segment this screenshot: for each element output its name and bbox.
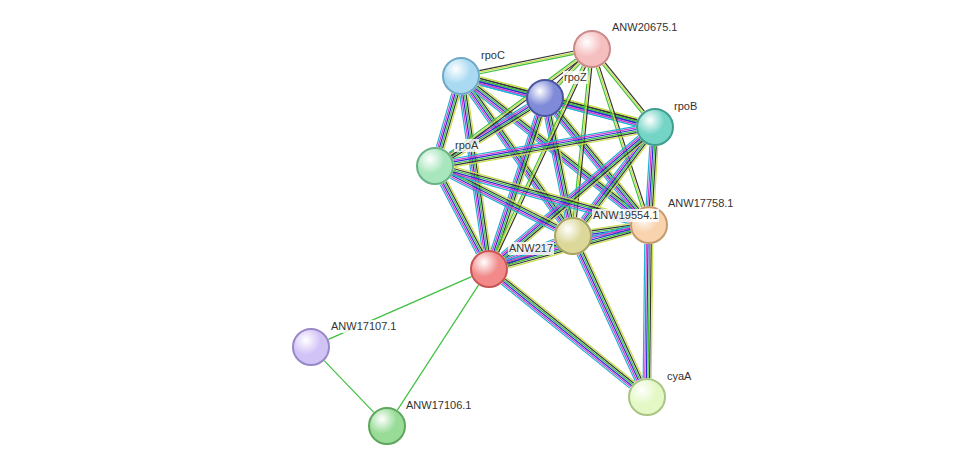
evidence-line: [505, 279, 633, 383]
node-label: rpoB: [673, 100, 698, 113]
protein-node: [470, 250, 508, 288]
evidence-line: [440, 185, 476, 254]
node-label: rpoZ: [563, 71, 588, 84]
evidence-line: [646, 146, 650, 206]
evidence-line: [440, 94, 455, 147]
evidence-line: [453, 172, 557, 225]
evidence-line: [643, 244, 645, 378]
interaction-edge: [646, 146, 658, 207]
protein-node: [526, 79, 564, 117]
protein-node: [442, 57, 480, 95]
evidence-line: [453, 128, 636, 160]
evidence-line: [504, 140, 641, 257]
evidence-line: [502, 283, 630, 387]
evidence-line: [453, 126, 636, 158]
node-label: ANW17107.1: [330, 320, 397, 333]
evidence-line: [397, 285, 478, 410]
protein-node: [368, 407, 406, 445]
node-label: ANW17758.1: [667, 197, 734, 210]
evidence-line: [436, 93, 451, 146]
evidence-line: [454, 131, 637, 163]
evidence-line: [446, 182, 482, 251]
interaction-edge: [328, 277, 471, 340]
evidence-line: [328, 277, 471, 340]
node-label: ANW17106.1: [405, 399, 472, 412]
protein-node: [628, 378, 666, 416]
interaction-edge: [449, 105, 531, 160]
interaction-edge: [491, 115, 543, 252]
evidence-line: [563, 105, 636, 124]
evidence-line: [562, 107, 635, 126]
node-label: cyaA: [666, 370, 692, 383]
evidence-line: [506, 142, 643, 259]
interaction-edge: [450, 171, 558, 231]
evidence-line: [452, 174, 556, 227]
evidence-line: [438, 94, 453, 147]
evidence-line: [506, 278, 634, 382]
interaction-edge: [643, 244, 653, 378]
evidence-line: [503, 139, 640, 256]
node-label: ANW20675.1: [611, 21, 678, 34]
evidence-line: [583, 252, 641, 378]
interaction-edge: [501, 278, 635, 388]
interaction-edge: [440, 181, 483, 254]
protein-node: [292, 328, 330, 366]
evidence-line: [324, 361, 374, 413]
node-label: rpoA: [454, 139, 479, 152]
node-label: ANW217: [508, 242, 554, 255]
evidence-line: [503, 282, 631, 386]
evidence-line: [447, 181, 483, 250]
evidence-line: [454, 171, 558, 224]
protein-node: [554, 217, 592, 255]
protein-node: [573, 30, 611, 68]
evidence-line: [501, 284, 629, 388]
protein-node: [416, 147, 454, 185]
evidence-line: [442, 184, 478, 253]
evidence-line: [454, 130, 637, 162]
interaction-edge: [324, 361, 374, 413]
evidence-line: [582, 253, 640, 379]
evidence-line: [451, 107, 529, 155]
evidence-line: [443, 183, 479, 252]
evidence-line: [454, 134, 637, 166]
evidence-line: [445, 182, 481, 251]
interaction-edge: [501, 136, 643, 259]
node-label: rpoC: [480, 49, 506, 62]
node-label: ANW19554.1: [592, 209, 659, 222]
interaction-edge: [397, 285, 478, 410]
evidence-line: [504, 280, 632, 384]
protein-node: [636, 108, 674, 146]
evidence-line: [450, 106, 528, 154]
interaction-edge: [562, 99, 637, 126]
evidence-line: [564, 102, 637, 121]
evidence-line: [452, 175, 556, 228]
evidence-line: [563, 104, 636, 123]
